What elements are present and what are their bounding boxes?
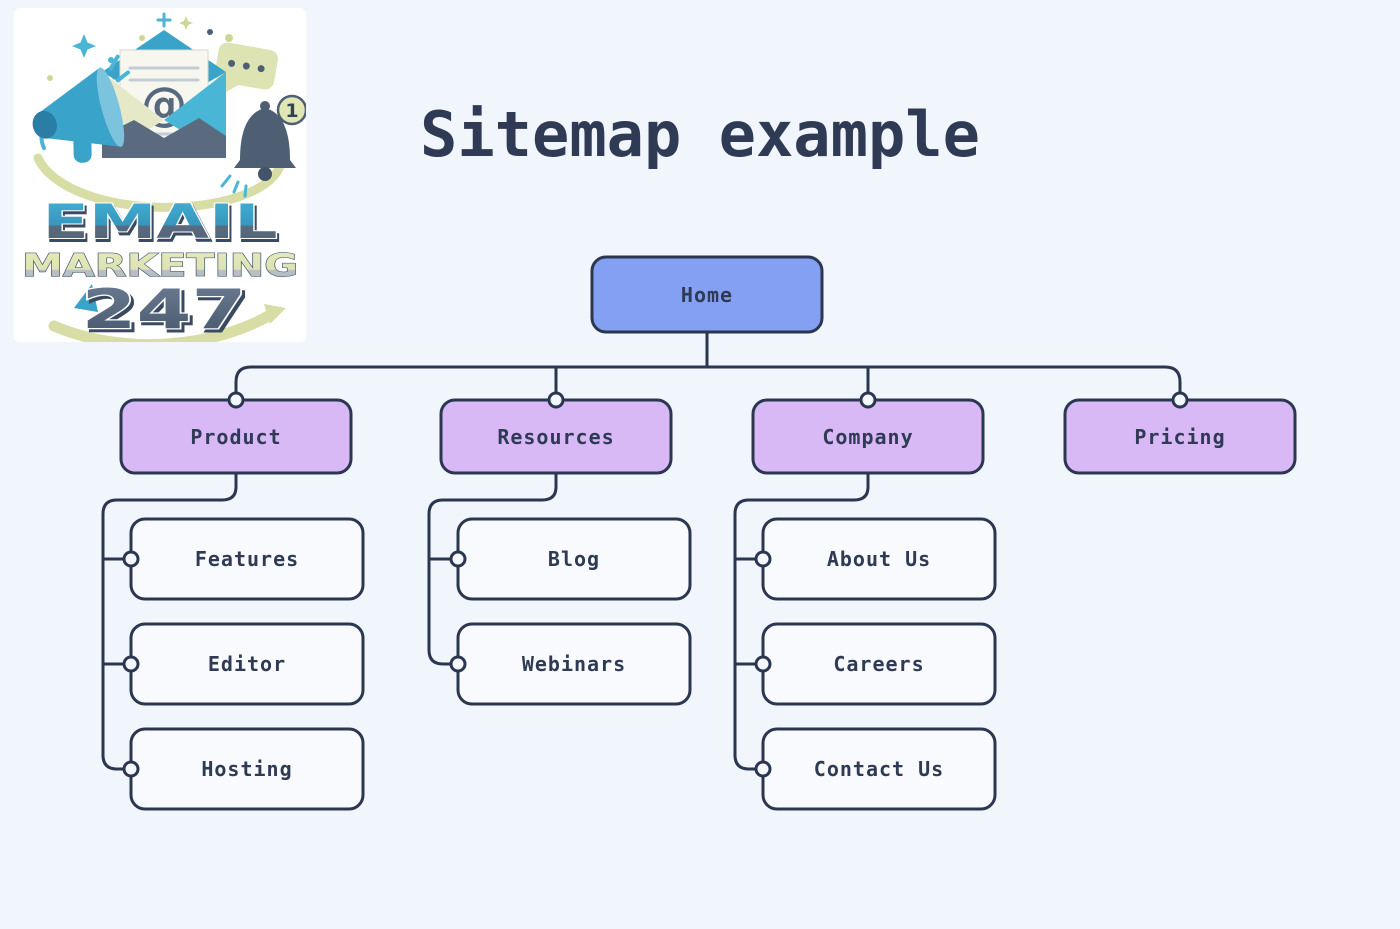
node-careers: Careers xyxy=(761,622,997,706)
connector-dot xyxy=(547,391,565,409)
connector-dot xyxy=(449,550,467,568)
node-blog-label: Blog xyxy=(548,547,600,571)
connector-dot xyxy=(227,391,245,409)
brand-word-247: 247 xyxy=(82,278,247,341)
node-about-us-label: About Us xyxy=(827,547,931,571)
node-pricing: Pricing xyxy=(1063,398,1297,475)
node-company-label: Company xyxy=(822,425,913,449)
connector-dot xyxy=(754,550,772,568)
connector-branch-resources xyxy=(427,471,558,666)
brand-word-email: EMAIL xyxy=(43,195,278,250)
node-hosting-label: Hosting xyxy=(201,757,292,781)
connector-junction-dots xyxy=(122,391,1189,778)
node-product: Product xyxy=(119,398,353,475)
connector-lines xyxy=(101,330,1182,771)
node-company: Company xyxy=(751,398,985,475)
connector-dot xyxy=(449,655,467,673)
node-resources-label: Resources xyxy=(497,425,614,449)
connector-dot xyxy=(754,655,772,673)
node-hosting: Hosting xyxy=(129,727,365,811)
node-pricing-label: Pricing xyxy=(1134,425,1225,449)
node-home-box xyxy=(590,255,824,334)
node-webinars: Webinars xyxy=(456,622,692,706)
node-contact-us: Contact Us xyxy=(761,727,997,811)
brand-word-marketing: MARKETING xyxy=(22,248,298,284)
brand-wordmark: EMAIL MARKETING 247 xyxy=(21,194,299,342)
connector-level1-bus xyxy=(234,365,1182,402)
page-title: Sitemap example xyxy=(420,98,980,171)
connector-dot xyxy=(122,550,140,568)
connector-dot xyxy=(122,760,140,778)
connector-dot xyxy=(1171,391,1189,409)
node-webinars-label: Webinars xyxy=(522,652,626,676)
brand-logo: @ 1 EMAIL MARKETING xyxy=(14,8,306,342)
node-about-us: About Us xyxy=(761,517,997,601)
connector-branch-company xyxy=(733,471,870,771)
node-product-label: Product xyxy=(190,425,281,449)
notification-badge xyxy=(276,94,306,126)
node-features-label: Features xyxy=(195,547,299,571)
connector-branch-product xyxy=(101,471,238,771)
connector-dot xyxy=(859,391,877,409)
connector-dot xyxy=(754,760,772,778)
node-careers-label: Careers xyxy=(833,652,924,676)
node-blog: Blog xyxy=(456,517,692,601)
node-editor-label: Editor xyxy=(208,652,286,676)
node-features: Features xyxy=(129,517,365,601)
node-resources: Resources xyxy=(439,398,673,475)
node-home: Home xyxy=(590,255,824,334)
megaphone-icon xyxy=(32,54,131,163)
node-contact-us-label: Contact Us xyxy=(814,757,944,781)
node-home-label: Home xyxy=(681,283,733,307)
bell-icon: 1 xyxy=(220,94,306,198)
notification-badge-count: 1 xyxy=(285,100,298,122)
node-editor: Editor xyxy=(129,622,365,706)
swoosh-arrow xyxy=(48,284,286,342)
connector-dot xyxy=(122,655,140,673)
